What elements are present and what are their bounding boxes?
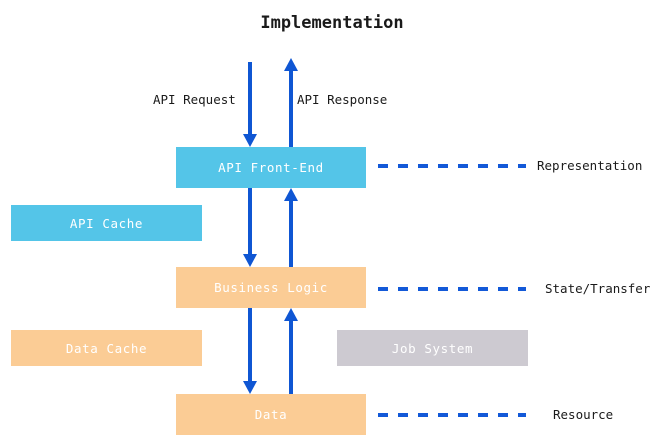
node-label: Business Logic	[214, 280, 328, 295]
dashed-connector-state-transfer	[378, 287, 526, 291]
node-label: Data	[254, 407, 288, 422]
arrow-shaft	[248, 308, 252, 381]
node-api-front-end[interactable]: API Front-End	[176, 147, 366, 188]
side-label-state-transfer: State/Transfer	[545, 281, 651, 296]
flow-label-api-response: API Response	[297, 92, 388, 107]
node-label: Job System	[391, 340, 474, 356]
arrow-shaft	[289, 321, 293, 394]
arrow-head-icon	[243, 381, 257, 394]
arrow-head-icon	[243, 254, 257, 267]
page-title: Implementation	[260, 13, 404, 33]
node-label: API Front-End	[218, 160, 324, 175]
node-business-logic[interactable]: Business Logic	[176, 267, 366, 308]
node-label: Data Cache	[65, 340, 148, 356]
arrow-shaft	[289, 201, 293, 267]
arrow-shaft	[248, 62, 252, 134]
arrow-head-icon	[284, 308, 298, 321]
node-label: API Cache	[69, 215, 144, 231]
dashed-connector-resource	[378, 413, 526, 417]
node-api-cache[interactable]: API Cache	[11, 205, 202, 241]
node-job-system[interactable]: Job System	[337, 330, 528, 366]
arrow-head-icon	[284, 58, 298, 71]
arrow-head-icon	[284, 188, 298, 201]
node-data-cache[interactable]: Data Cache	[11, 330, 202, 366]
dashed-connector-representation	[378, 164, 526, 168]
side-label-resource: Resource	[553, 407, 614, 422]
node-data[interactable]: Data	[176, 394, 366, 435]
side-label-representation: Representation	[537, 158, 643, 173]
arrow-shaft	[248, 188, 252, 254]
arrow-shaft	[289, 71, 293, 147]
flow-label-api-request: API Request	[153, 92, 236, 107]
arrow-head-icon	[243, 134, 257, 147]
